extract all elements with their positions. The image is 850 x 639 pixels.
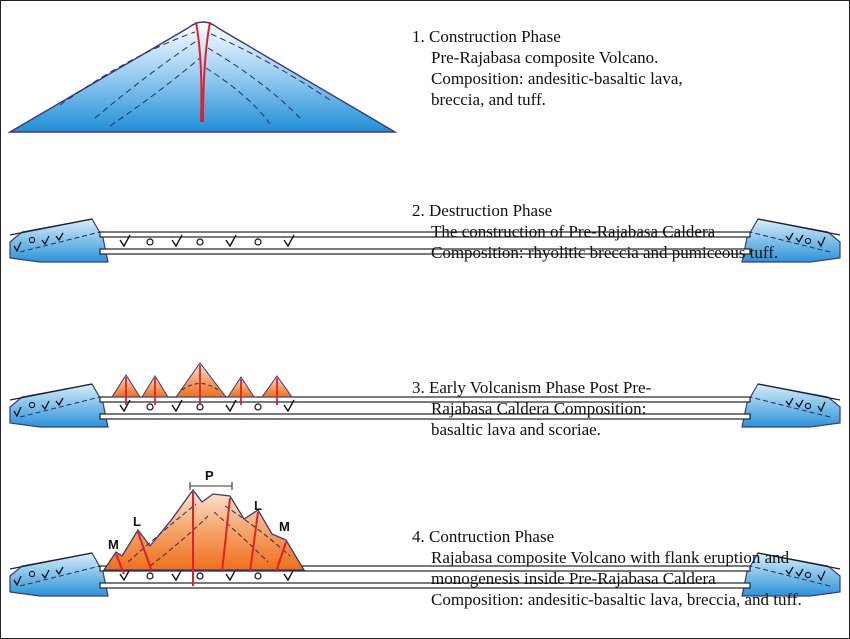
phase3-early-volcanism [9, 362, 841, 428]
phase1-description: 1. Construction Phase Pre-Rajabasa compo… [412, 26, 683, 110]
phase2-description: 2. Destruction Phase The construction of… [412, 200, 778, 263]
label-l-right: L [254, 498, 262, 513]
phase3-line: Rajabasa Caldera Composition: [431, 399, 647, 418]
phase3-line: basaltic lava and scoriae. [431, 420, 601, 439]
phase1-line: Pre-Rajabasa composite Volcano. [431, 48, 659, 67]
phase2-title: 2. Destruction Phase [412, 201, 553, 220]
phase4-line: monogenesis inside Pre-Rajabasa Caldera [431, 569, 716, 588]
label-m-right: M [279, 519, 290, 534]
phase4-construction: P L L M M [9, 468, 841, 597]
phase1-title: 1. Construction Phase [412, 27, 561, 46]
phase4-line: Rajabasa composite Volcano with flank er… [431, 548, 790, 567]
label-m-left: M [108, 537, 119, 552]
label-p: P [205, 468, 214, 483]
phase1-line: breccia, and tuff. [431, 90, 546, 109]
phase4-line: Composition: andesitic-basaltic lava, br… [431, 590, 802, 609]
phase4-title: 4. Contruction Phase [412, 527, 555, 546]
phase2-line: The construction of Pre-Rajabasa Caldera [431, 222, 716, 241]
phase3-description: 3. Early Volcanism Phase Post Pre- Rajab… [412, 377, 651, 440]
phase2-line: Composition: rhyolitic breccia and pumic… [431, 243, 779, 262]
phase1-line: Composition: andesitic-basaltic lava, [431, 69, 683, 88]
phase1-volcano [7, 21, 398, 133]
phase3-title: 3. Early Volcanism Phase Post Pre- [412, 378, 652, 397]
phase4-description: 4. Contruction Phase Rajabasa composite … [412, 526, 802, 610]
label-l-left: L [133, 514, 141, 529]
